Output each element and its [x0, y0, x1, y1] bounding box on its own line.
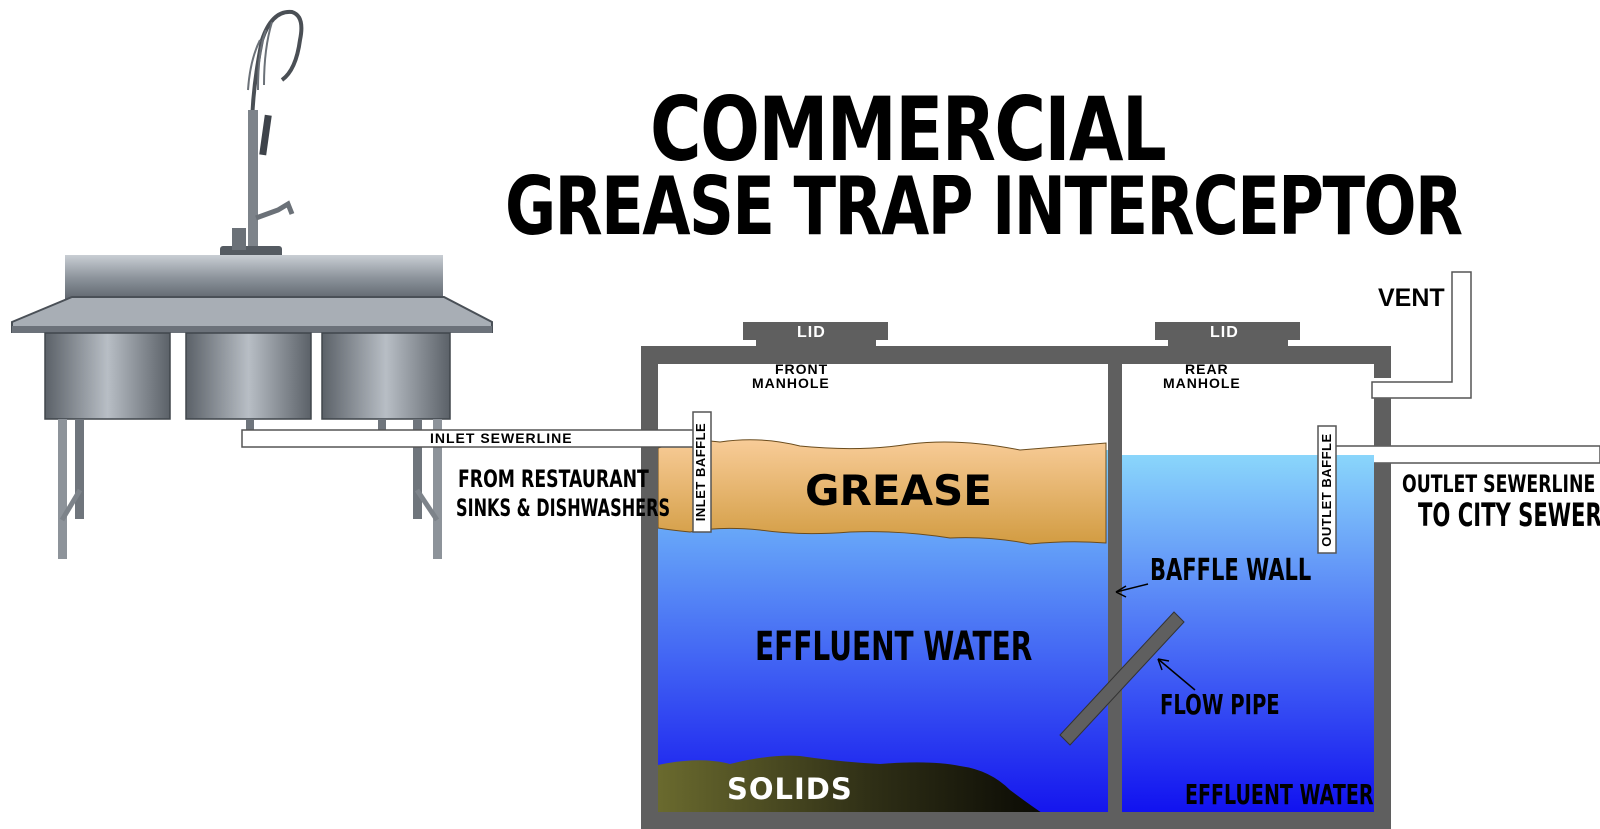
- outlet-sewerline-pipe: [1334, 445, 1600, 464]
- title-line-2: GREASE TRAP INTERCEPTOR: [505, 160, 1463, 253]
- front-lid: [743, 322, 888, 340]
- outlet-baffle: [1317, 425, 1337, 554]
- grease-label: GREASE: [805, 466, 992, 515]
- effluent-water-left-label: EFFLUENT WATER: [755, 624, 1033, 670]
- grease-layer: [657, 439, 1107, 545]
- inlet-sewerline-label: INLET SEWERLINE: [430, 430, 573, 446]
- rear-manhole-label-2: MANHOLE: [1163, 375, 1241, 391]
- sprayer-hose: [250, 9, 304, 262]
- outlet-sewerline-line-2: TO CITY SEWER: [1418, 496, 1600, 534]
- from-restaurant-line-2: SINKS & DISHWASHERS: [456, 494, 671, 522]
- effluent-water-right-label: EFFLUENT WATER: [1185, 778, 1374, 811]
- front-manhole-label-2: MANHOLE: [752, 375, 830, 391]
- vent-label: VENT: [1378, 284, 1445, 312]
- baffle-wall-arrow: [1115, 583, 1149, 593]
- outlet-sewerline-line-1: OUTLET SEWERLINE: [1402, 470, 1596, 498]
- outlet-baffle-label: OUTLET BAFFLE: [1319, 433, 1334, 547]
- vent-pipe: [1371, 271, 1472, 399]
- baffle-wall-label: BAFFLE WALL: [1150, 553, 1312, 588]
- front-manhole-label-1: FRONT: [775, 361, 829, 377]
- inlet-baffle-label: INLET BAFFLE: [693, 422, 708, 522]
- title-line-1: COMMERCIAL: [650, 78, 1167, 181]
- rear-lid-label: LID: [1210, 324, 1239, 341]
- tank: [641, 322, 1391, 829]
- arrows: [1115, 583, 1196, 691]
- sink-illustration: [11, 9, 493, 559]
- rear-lid: [1155, 322, 1300, 340]
- flow-pipe-label: FLOW PIPE: [1160, 688, 1280, 721]
- front-lid-label: LID: [797, 324, 826, 341]
- rear-manhole-label-1: REAR: [1185, 361, 1229, 377]
- from-restaurant-line-1: FROM RESTAURANT: [458, 465, 649, 493]
- inlet-baffle: [692, 411, 712, 533]
- solids-layer: [658, 755, 1045, 815]
- flow-pipe: [1059, 611, 1185, 746]
- solids-label: SOLIDS: [727, 772, 853, 806]
- baffle-wall: [1108, 364, 1122, 819]
- flow-pipe-arrow: [1157, 658, 1196, 691]
